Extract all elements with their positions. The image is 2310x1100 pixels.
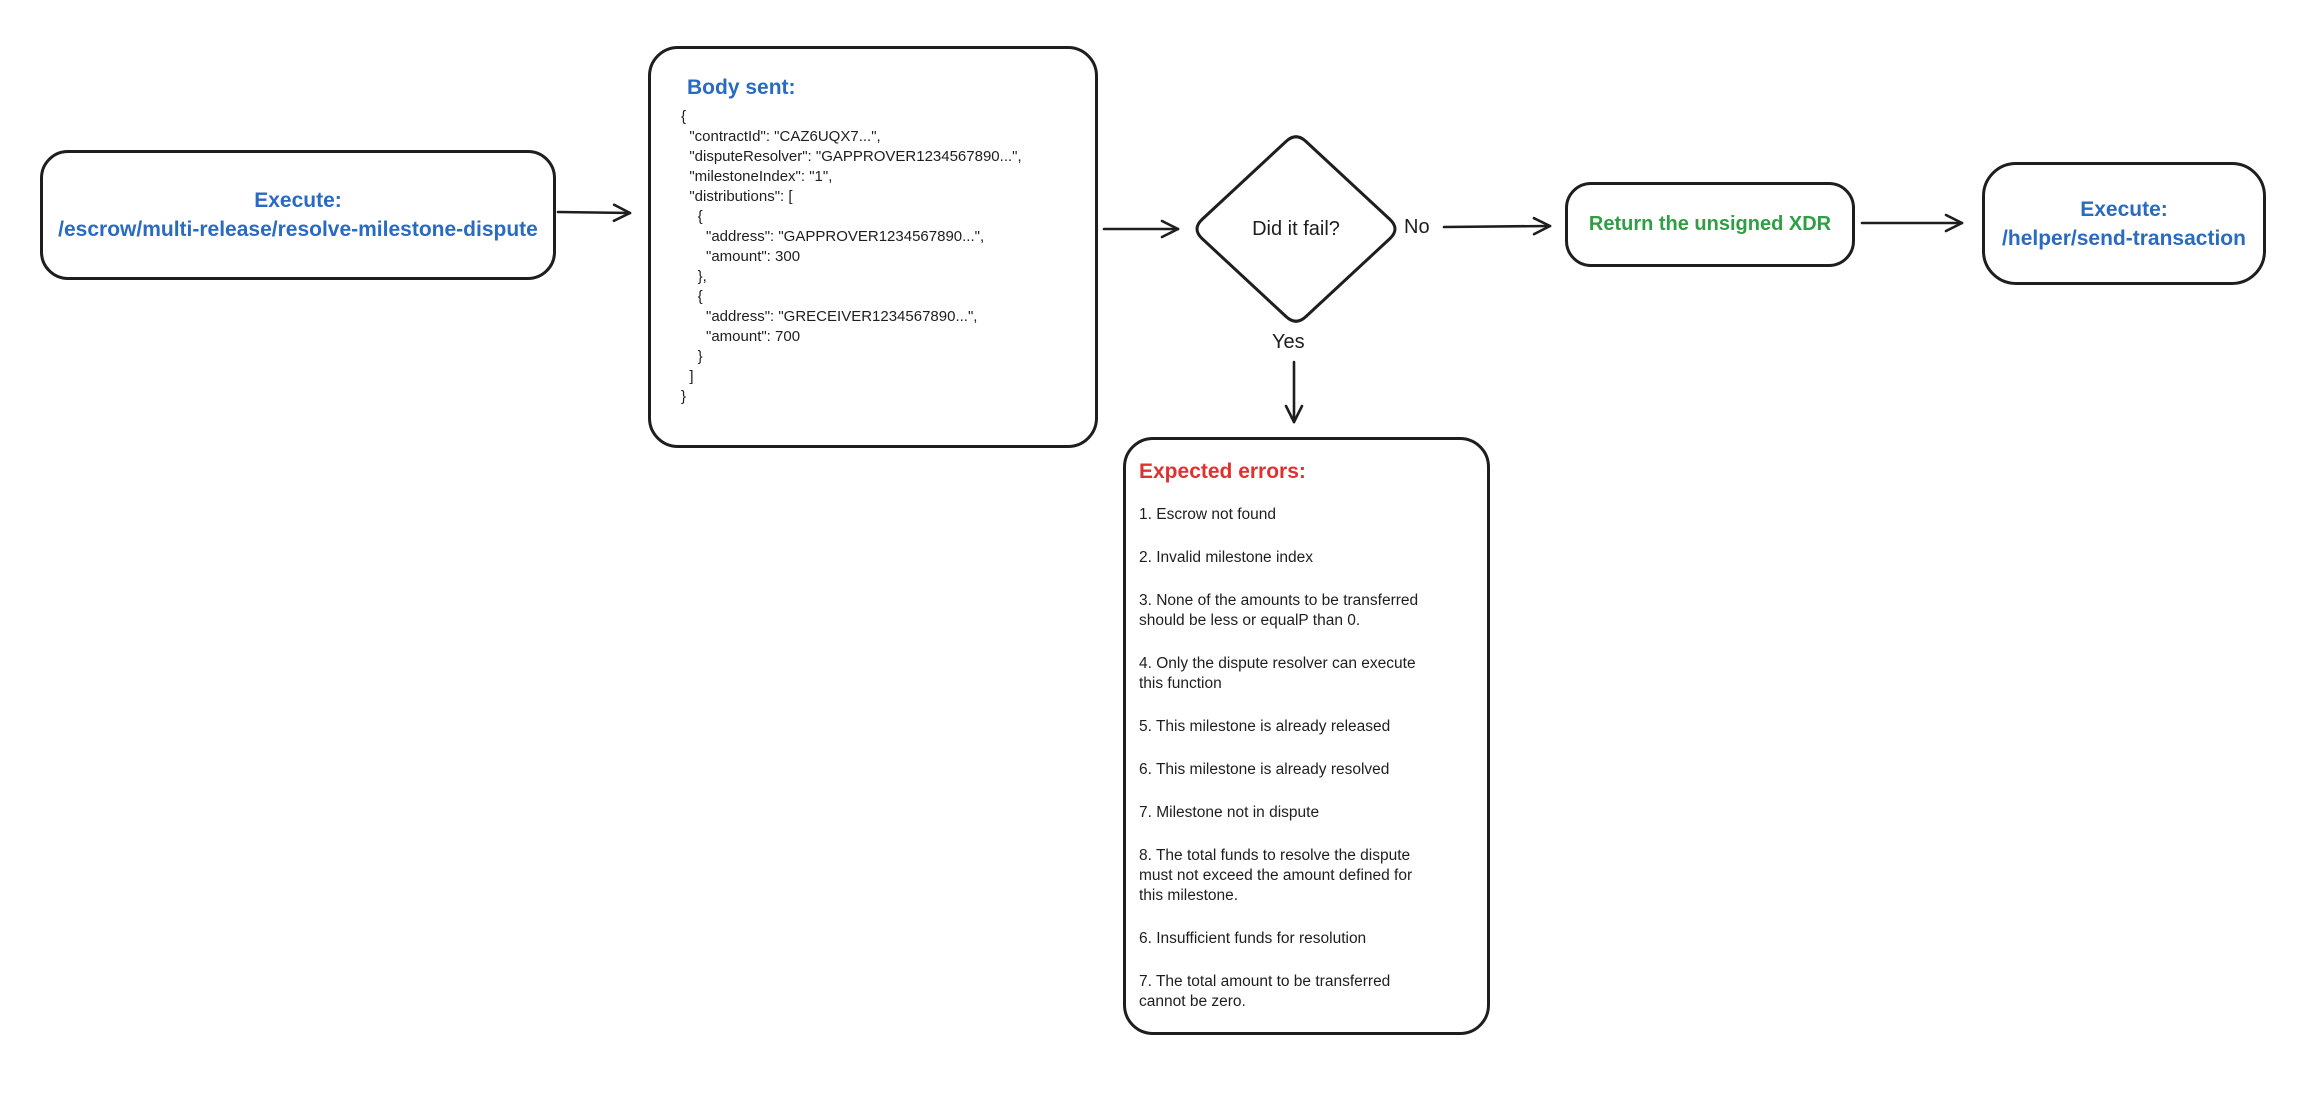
node-execute-send-transaction: Execute: /helper/send-transaction [1982,162,2266,285]
error-item: 4. Only the dispute resolver can execute… [1139,655,1416,692]
arrow-start-to-body [556,203,632,223]
node-body-sent: Body sent: { "contractId": "CAZ6UQX7..."… [648,46,1098,448]
error-item: 7. Milestone not in dispute [1139,804,1320,821]
decision-diamond [1195,135,1397,323]
expected-errors-title: Expected errors: [1139,460,1306,483]
node-return-unsigned-xdr: Return the unsigned XDR [1565,182,1855,267]
body-sent-json-payload: { "contractId": "CAZ6UQX7...", "disputeR… [681,108,1022,405]
error-item: 6. Insufficient funds for resolution [1139,930,1367,947]
error-item: 2. Invalid milestone index [1139,549,1314,566]
start-node-title: Execute: [254,189,342,212]
edge-label-no: No [1404,216,1430,238]
node-expected-errors: Expected errors: 1. Escrow not found 2. … [1123,437,1490,1035]
error-item: 5. This milestone is already released [1139,718,1391,735]
start-node-endpoint: /escrow/multi-release/resolve-milestone-… [58,218,538,241]
error-item: 8. The total funds to resolve the disput… [1139,847,1413,904]
error-item: 7. The total amount to be transferred ca… [1139,973,1391,1010]
end-node-title: Execute: [2080,197,2168,221]
edge-label-yes: Yes [1272,331,1305,353]
error-item: 6. This milestone is already resolved [1139,761,1390,778]
expected-errors-list: 1. Escrow not found 2. Invalid milestone… [1139,505,1467,1012]
body-sent-title: Body sent: [687,76,796,99]
arrow-no-to-xdr [1442,216,1552,236]
end-node-endpoint: /helper/send-transaction [2002,226,2246,250]
decision-question: Did it fail? [1252,218,1340,240]
return-xdr-label: Return the unsigned XDR [1588,213,1832,235]
error-item: 3. None of the amounts to be transferred… [1139,592,1419,629]
node-execute-resolve-milestone-dispute: Execute: /escrow/multi-release/resolve-m… [40,150,556,280]
error-item: 1. Escrow not found [1139,506,1276,523]
